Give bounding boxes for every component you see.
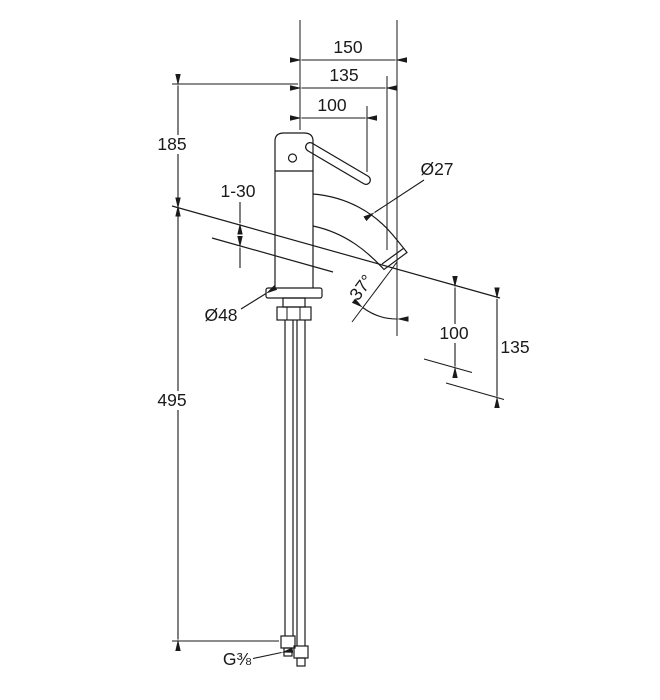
dim-495-label: 495	[157, 390, 186, 410]
fitting-right-nut	[293, 645, 309, 659]
spout	[312, 193, 408, 271]
dim-37-label: 37°	[345, 271, 377, 304]
dimension-right-outlet: 100	[437, 276, 471, 378]
label-background	[155, 391, 189, 410]
dimension-top-handle: 100	[290, 95, 377, 121]
hose-right	[296, 320, 306, 646]
dimension-right-total: 135	[494, 287, 530, 408]
dim-135-label: 135	[329, 65, 358, 85]
dim-1-30-label: 1-30	[220, 181, 255, 201]
dim-150-label: 150	[333, 37, 362, 57]
base-diameter-callout: Ø48	[204, 285, 278, 325]
deck-surface-line	[171, 205, 501, 299]
dia-27-label: Ø27	[420, 159, 453, 179]
nut-facets	[286, 307, 301, 320]
dimension-hose-495: 495	[155, 197, 189, 651]
hose-fittings	[280, 635, 309, 667]
supply-hoses	[284, 320, 306, 646]
dim-185-label: 185	[157, 134, 186, 154]
ext-right-outlet-lower	[423, 358, 473, 373]
mounting-shank	[282, 297, 306, 308]
label-background	[437, 324, 471, 343]
thread-callout: G⅜	[223, 647, 294, 669]
dimension-top-total: 150	[290, 37, 407, 63]
spout-diameter-callout: Ø27	[363, 159, 454, 222]
dimension-clamp-range: 1-30	[220, 181, 256, 268]
fitting-right-end	[296, 657, 306, 667]
label-background	[155, 135, 189, 154]
clamp-lower-line	[211, 237, 334, 273]
fitting-left-nut	[280, 635, 296, 649]
base-flange	[265, 287, 323, 299]
thread-label: G⅜	[223, 649, 252, 669]
mounting-surface-lines	[171, 205, 501, 299]
dimension-spout-angle: 37°	[345, 261, 409, 323]
extension-lines	[172, 20, 505, 642]
lever-handle	[305, 142, 371, 185]
mounting-nut	[276, 306, 312, 321]
fitting-left-end	[283, 647, 293, 657]
dia-48-label: Ø48	[204, 305, 237, 325]
dim-right-135-label: 135	[500, 337, 529, 357]
angle-arc	[351, 298, 409, 322]
ext-right-total-lower	[445, 382, 505, 400]
dim-100-label: 100	[317, 95, 346, 115]
dimension-height-185: 185	[155, 74, 189, 217]
faucet-drawing	[265, 132, 408, 667]
faucet-body	[274, 132, 314, 288]
aerator-line	[381, 247, 405, 265]
hose-left	[284, 320, 294, 636]
indicator-dot	[287, 153, 298, 163]
dimension-top-spout: 135	[290, 65, 397, 91]
dim-right-100-label: 100	[439, 323, 468, 343]
